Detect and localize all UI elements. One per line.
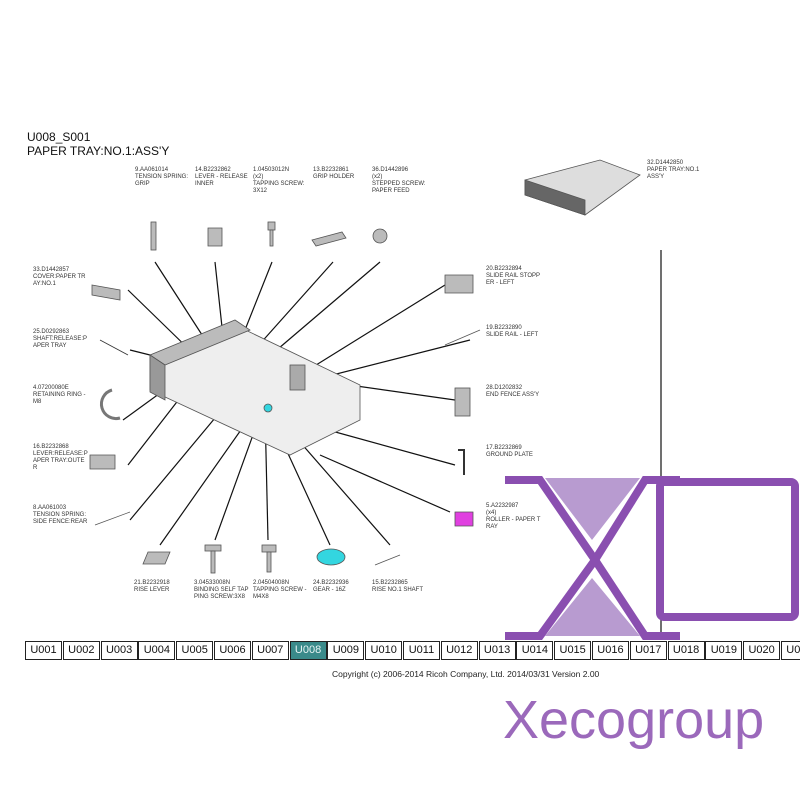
tab-u017[interactable]: U017 — [629, 641, 667, 660]
tab-u021[interactable]: U021 — [780, 641, 800, 660]
tab-u008[interactable]: U008 — [289, 641, 327, 660]
tab-u011[interactable]: U011 — [402, 641, 440, 660]
tab-u012[interactable]: U012 — [440, 641, 478, 660]
tab-u001[interactable]: U001 — [25, 641, 62, 660]
part-label-3[interactable]: 3.04533008N BINDING SELF TAP PING SCREW:… — [194, 580, 249, 600]
part-label-13[interactable]: 13.B2232861 GRIP HOLDER — [313, 167, 355, 180]
tab-u003[interactable]: U003 — [100, 641, 138, 660]
tab-u002[interactable]: U002 — [62, 641, 100, 660]
tab-u018[interactable]: U018 — [667, 641, 705, 660]
main-tray — [149, 319, 361, 456]
part-label-9[interactable]: 9.AA061014 TENSION SPRING: GRIP — [135, 167, 189, 187]
part-32-tray-assy — [524, 159, 641, 216]
tab-u013[interactable]: U013 — [478, 641, 516, 660]
tab-u009[interactable]: U009 — [327, 641, 365, 660]
part-label-16[interactable]: 16.B2232868 LEVER:RELEASE:P APER TRAY:OU… — [33, 444, 88, 471]
part-label-15[interactable]: 15.B2232865 RISE NO.1 SHAFT — [372, 580, 424, 593]
part-label-14[interactable]: 14.B2232862 LEVER - RELEASE INNER — [195, 167, 248, 187]
section-code: U008_S001 — [27, 130, 91, 144]
part-label-8[interactable]: 8.AA061003 TENSION SPRING: SIDE FENCE:RE… — [33, 505, 88, 525]
page-title: PAPER TRAY:NO.1:ASS'Y — [27, 144, 170, 158]
part-label-2[interactable]: 2.04504008N TAPPING SCREW - M4X8 — [253, 580, 307, 600]
part-label-17[interactable]: 17.B2232869 GROUND PLATE — [486, 445, 533, 458]
tab-u016[interactable]: U016 — [591, 641, 629, 660]
tab-u015[interactable]: U015 — [554, 641, 592, 660]
tab-u020[interactable]: U020 — [743, 641, 781, 660]
part-label-4[interactable]: 4.07200080E RETAINING RING - M8 — [33, 385, 86, 405]
part-label-28[interactable]: 28.D1202832 END FENCE ASS'Y — [486, 385, 540, 398]
tab-u010[interactable]: U010 — [365, 641, 403, 660]
tab-u006[interactable]: U006 — [213, 641, 251, 660]
part-label-5[interactable]: 5.A2232987 (x4) ROLLER - PAPER T RAY — [486, 503, 541, 530]
part-label-19[interactable]: 19.B2232890 SLIDE RAIL - LEFT — [486, 325, 539, 338]
part-label-20[interactable]: 20.B2232894 SLIDE RAIL STOPP ER - LEFT — [486, 266, 541, 286]
part-label-36[interactable]: 36.D1442896 (x2) STEPPED SCREW: PAPER FE… — [372, 167, 426, 194]
part-label-21[interactable]: 21.B2232918 RISE LEVER — [134, 580, 170, 593]
part-label-25[interactable]: 25.D0292863 SHAFT:RELEASE:P APER TRAY — [33, 329, 88, 349]
tab-u019[interactable]: U019 — [705, 641, 743, 660]
tab-u014[interactable]: U014 — [516, 641, 554, 660]
tab-u005[interactable]: U005 — [176, 641, 214, 660]
tab-u004[interactable]: U004 — [138, 641, 176, 660]
part-label-1[interactable]: 1.04503012N (x2) TAPPING SCREW: 3X12 — [253, 167, 305, 194]
part-label-24[interactable]: 24.B2232936 GEAR - 16Z — [313, 580, 349, 593]
copyright-text: Copyright (c) 2006-2014 Ricoh Company, L… — [332, 669, 600, 679]
part-label-32[interactable]: 32.D1442850 PAPER TRAY:NO.1 ASS'Y — [647, 160, 700, 180]
tab-u007[interactable]: U007 — [251, 641, 289, 660]
part-icons — [89, 221, 481, 574]
part-label-33[interactable]: 33.D1442857 COVER:PAPER TR AY:NO.1 — [33, 267, 86, 287]
